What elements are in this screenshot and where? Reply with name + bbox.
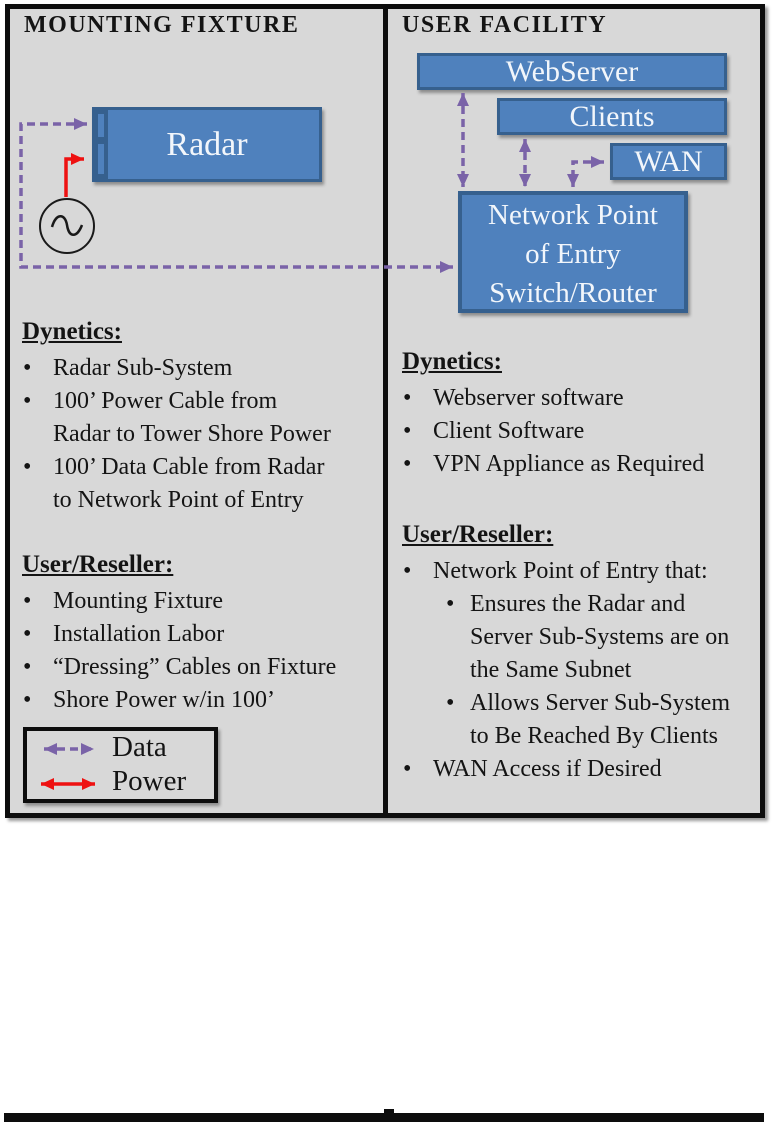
list-item: Network Point of Entry that:	[402, 555, 730, 588]
list-item: Allows Server Sub-System	[402, 687, 730, 720]
radar-data-port	[96, 112, 106, 139]
right-panel-title: USER FACILITY	[402, 12, 608, 38]
network-box-line: Switch/Router	[489, 277, 657, 309]
left-dynetics-list: Radar Sub-System 100’ Power Cable from R…	[22, 352, 331, 517]
radar-label: Radar	[166, 126, 248, 163]
left-panel-title: MOUNTING FIXTURE	[24, 12, 300, 38]
list-item: Server Sub-Systems are on	[470, 624, 730, 650]
network-box-line: Network Point	[488, 199, 658, 231]
legend-box	[23, 727, 218, 803]
network-point-of-entry-box: Network Point of Entry Switch/Router	[458, 191, 688, 313]
list-item: Mounting Fixture	[22, 585, 336, 618]
list-item: WAN Access if Desired	[402, 753, 730, 786]
clients-box: Clients	[497, 98, 727, 135]
list-item: Shore Power w/in 100’	[22, 684, 336, 717]
list-item: Ensures the Radar and	[402, 588, 730, 621]
ac-power-source-icon	[39, 198, 95, 254]
sine-wave-icon	[50, 215, 84, 236]
network-box-line: of Entry	[525, 238, 621, 270]
list-item: to Be Reached By Clients	[470, 723, 718, 749]
list-item: Installation Labor	[22, 618, 336, 651]
radar-power-port	[96, 142, 106, 176]
list-item: Radar Sub-System	[22, 352, 331, 385]
next-diagram-top-edge	[4, 1113, 764, 1122]
wan-box: WAN	[610, 143, 727, 180]
legend-power-label: Power	[112, 765, 187, 797]
list-item: Webserver software	[402, 382, 704, 415]
panel-divider	[383, 8, 388, 814]
webserver-box: WebServer	[417, 53, 727, 90]
list-item: 100’ Power Cable from	[22, 385, 331, 418]
left-user-reseller-heading: User/Reseller:	[22, 551, 174, 578]
list-item: Radar to Tower Shore Power	[53, 421, 331, 447]
right-dynetics-list: Webserver software Client Software VPN A…	[402, 382, 704, 481]
right-dynetics-heading: Dynetics:	[402, 348, 502, 375]
list-item: “Dressing” Cables on Fixture	[22, 651, 336, 684]
left-dynetics-heading: Dynetics:	[22, 318, 122, 345]
right-user-reseller-heading: User/Reseller:	[402, 521, 554, 548]
list-item: 100’ Data Cable from Radar	[22, 451, 331, 484]
list-item: to Network Point of Entry	[53, 487, 304, 513]
radar-box: Radar	[92, 107, 322, 182]
list-item: the Same Subnet	[470, 657, 632, 683]
right-user-reseller-list: Network Point of Entry that: Ensures the…	[402, 555, 730, 786]
list-item: VPN Appliance as Required	[402, 448, 704, 481]
legend-data-label: Data	[112, 731, 167, 763]
left-user-reseller-list: Mounting Fixture Installation Labor “Dre…	[22, 585, 336, 717]
list-item: Client Software	[402, 415, 704, 448]
